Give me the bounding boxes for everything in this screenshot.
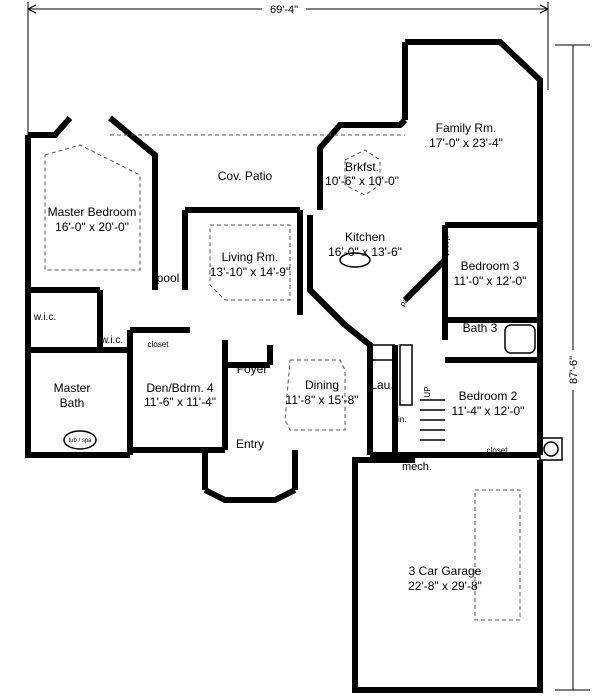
walls [25, 39, 543, 693]
closet-den: closet [148, 340, 170, 349]
fixtures [63, 252, 563, 461]
linen-closet: Lin. [394, 415, 407, 424]
svg-text:11'-6" x 11'-4": 11'-6" x 11'-4" [144, 395, 216, 409]
room-bath-3: Bath 3 [463, 321, 498, 335]
svg-text:17'-0" x 23'-4": 17'-0" x 23'-4" [429, 136, 503, 150]
room-pool-bath: pool [157, 271, 180, 285]
room-entry: Entry [236, 437, 264, 451]
svg-text:22'-8" x 29'-8": 22'-8" x 29'-8" [408, 579, 482, 593]
svg-text:16'-0" x 20'-0": 16'-0" x 20'-0" [55, 220, 129, 234]
room-kitchen: Kitchen 16'-0" x 13'-6" [328, 230, 402, 259]
svg-text:16'-0" x 13'-6": 16'-0" x 13'-6" [328, 245, 402, 259]
room-mech: mech. [402, 461, 432, 473]
room-brkfst: Brkfst. 10'-6" x 10'-0" [325, 160, 399, 188]
width-label: 69'-4" [270, 4, 298, 16]
svg-text:10'-6" x 10'-0": 10'-6" x 10'-0" [325, 174, 399, 188]
svg-text:Brkfst.: Brkfst. [345, 160, 379, 174]
pantry: pantry [398, 285, 418, 308]
svg-text:Master Bedroom: Master Bedroom [48, 205, 137, 219]
svg-text:Family Rm.: Family Rm. [436, 121, 497, 135]
room-wic-1: w.i.c. [33, 312, 56, 323]
svg-text:Bedroom 2: Bedroom 2 [459, 389, 518, 403]
width-dimension: 69'-4" [27, 2, 549, 140]
room-bedroom-3: Bedroom 3 11'-0" x 12'-0" [454, 259, 527, 288]
room-patio: Cov. Patio [218, 169, 273, 183]
svg-text:Dining: Dining [305, 378, 339, 392]
stairs-up: UP [423, 386, 432, 397]
svg-text:Living Rm.: Living Rm. [222, 250, 279, 264]
room-foyer: Foyer [237, 362, 268, 376]
closet-bedroom-3: closet [442, 235, 451, 257]
room-dining: Dining 11'-8" x 15'-8" [286, 378, 359, 407]
room-laundry: Lau. [370, 378, 393, 392]
room-living: Living Rm. 13'-10" x 14'-9" [210, 250, 290, 279]
svg-text:11'-4" x 12'-0": 11'-4" x 12'-0" [452, 404, 525, 418]
closet-bedroom-2: closet [487, 446, 509, 455]
svg-text:3 Car Garage: 3 Car Garage [409, 564, 482, 578]
svg-text:Bedroom 3: Bedroom 3 [461, 259, 520, 273]
svg-text:11'-8" x 15'-8": 11'-8" x 15'-8" [286, 393, 359, 407]
room-bedroom-2: Bedroom 2 11'-4" x 12'-0" [452, 389, 525, 418]
tub-spa: tub / spa [68, 438, 92, 444]
svg-text:Kitchen: Kitchen [345, 230, 385, 244]
room-garage: 3 Car Garage 22'-8" x 29'-8" [408, 564, 482, 593]
room-family: Family Rm. 17'-0" x 23'-4" [429, 121, 503, 150]
dashed-outlines [44, 134, 521, 621]
depth-label: 87'-6" [568, 356, 580, 384]
room-master-bedroom: Master Bedroom 16'-0" x 20'-0" [48, 205, 137, 234]
svg-text:Den/Bdrm. 4: Den/Bdrm. 4 [146, 381, 214, 395]
room-wic-2: w.i.c. [100, 335, 123, 346]
depth-dimension: 87'-6" [555, 44, 590, 691]
svg-text:13'-10" x 14'-9": 13'-10" x 14'-9" [210, 265, 290, 279]
svg-text:11'-0" x 12'-0": 11'-0" x 12'-0" [454, 274, 527, 288]
room-den: Den/Bdrm. 4 11'-6" x 11'-4" [144, 381, 216, 409]
